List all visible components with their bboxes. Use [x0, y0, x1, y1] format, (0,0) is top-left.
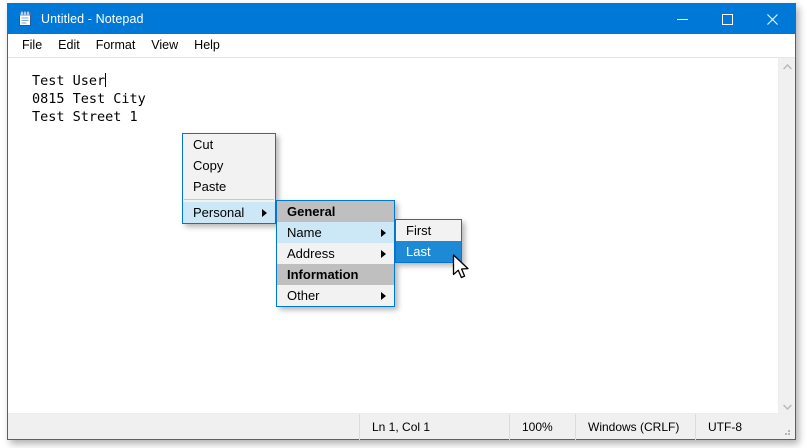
menu-item-first[interactable]: First — [396, 220, 461, 241]
menu-item-cut[interactable]: Cut — [183, 134, 275, 155]
scroll-down-button[interactable] — [779, 398, 795, 415]
submenu-arrow-icon — [381, 291, 386, 300]
editor-line-2: 0815 Test City — [32, 91, 146, 107]
chevron-up-icon — [783, 63, 792, 70]
menubar-item-view[interactable]: View — [151, 37, 179, 52]
menu-separator — [184, 199, 274, 200]
menu-item-label: First — [406, 223, 432, 238]
menu-item-label: General — [287, 204, 336, 219]
editor-line-3: Test Street 1 — [32, 109, 138, 125]
context-menu-root: Cut Copy Paste Personal — [182, 133, 276, 224]
menu-item-address[interactable]: Address — [277, 243, 394, 264]
context-menu-personal: General Name Address Information Other — [276, 200, 395, 307]
menu-item-label: Address — [287, 246, 335, 261]
menubar-item-help[interactable]: Help — [194, 37, 220, 52]
submenu-arrow-icon — [381, 228, 386, 237]
status-line-ending[interactable]: Windows (CRLF) — [575, 413, 695, 440]
editor-content: Test User 0815 Test City Test Street 1 — [32, 72, 146, 126]
scroll-up-button[interactable] — [779, 58, 795, 75]
resize-grip-icon[interactable] — [780, 425, 792, 437]
status-bar: Ln 1, Col 1 100% Windows (CRLF) UTF-8 — [8, 413, 795, 440]
menubar-item-edit[interactable]: Edit — [58, 37, 80, 52]
menu-item-label: Cut — [193, 137, 214, 152]
status-cursor-position: Ln 1, Col 1 — [359, 413, 509, 440]
submenu-arrow-icon — [381, 249, 386, 258]
maximize-button[interactable] — [705, 4, 750, 34]
window-controls — [660, 4, 795, 34]
menu-header-general: General — [277, 201, 394, 222]
window-title: Untitled - Notepad — [41, 12, 144, 26]
vertical-scrollbar[interactable] — [778, 58, 795, 415]
menu-item-label: Paste — [193, 179, 227, 194]
menu-bar: File Edit Format View Help — [8, 34, 795, 57]
menu-item-label: Personal — [193, 205, 245, 220]
status-encoding[interactable]: UTF-8 — [695, 413, 795, 440]
menu-item-label: Other — [287, 288, 320, 303]
minimize-button[interactable] — [660, 4, 705, 34]
menu-item-name[interactable]: Name — [277, 222, 394, 243]
close-button[interactable] — [750, 4, 795, 34]
menu-item-copy[interactable]: Copy — [183, 155, 275, 176]
menu-item-paste[interactable]: Paste — [183, 176, 275, 197]
title-bar[interactable]: Untitled - Notepad — [8, 4, 795, 34]
context-menu-name: First Last — [395, 219, 462, 263]
menu-header-information: Information — [277, 264, 394, 285]
menu-item-label: Copy — [193, 158, 224, 173]
menu-item-label: Last — [406, 244, 431, 259]
menu-item-last[interactable]: Last — [396, 241, 461, 262]
menubar-item-file[interactable]: File — [22, 37, 43, 52]
status-zoom-level[interactable]: 100% — [509, 413, 575, 440]
notepad-icon — [17, 11, 33, 27]
submenu-arrow-icon — [262, 208, 267, 217]
menu-item-label: Name — [287, 225, 322, 240]
menu-item-other[interactable]: Other — [277, 285, 394, 306]
maximize-icon — [722, 13, 733, 25]
minimize-icon — [677, 18, 688, 20]
menu-item-personal[interactable]: Personal — [183, 202, 275, 223]
menu-item-label: Information — [287, 267, 359, 282]
chevron-down-icon — [783, 403, 792, 410]
text-caret — [105, 73, 107, 87]
close-icon — [767, 13, 778, 25]
menubar-item-format[interactable]: Format — [95, 37, 136, 52]
editor-line-1: Test User — [32, 73, 106, 89]
